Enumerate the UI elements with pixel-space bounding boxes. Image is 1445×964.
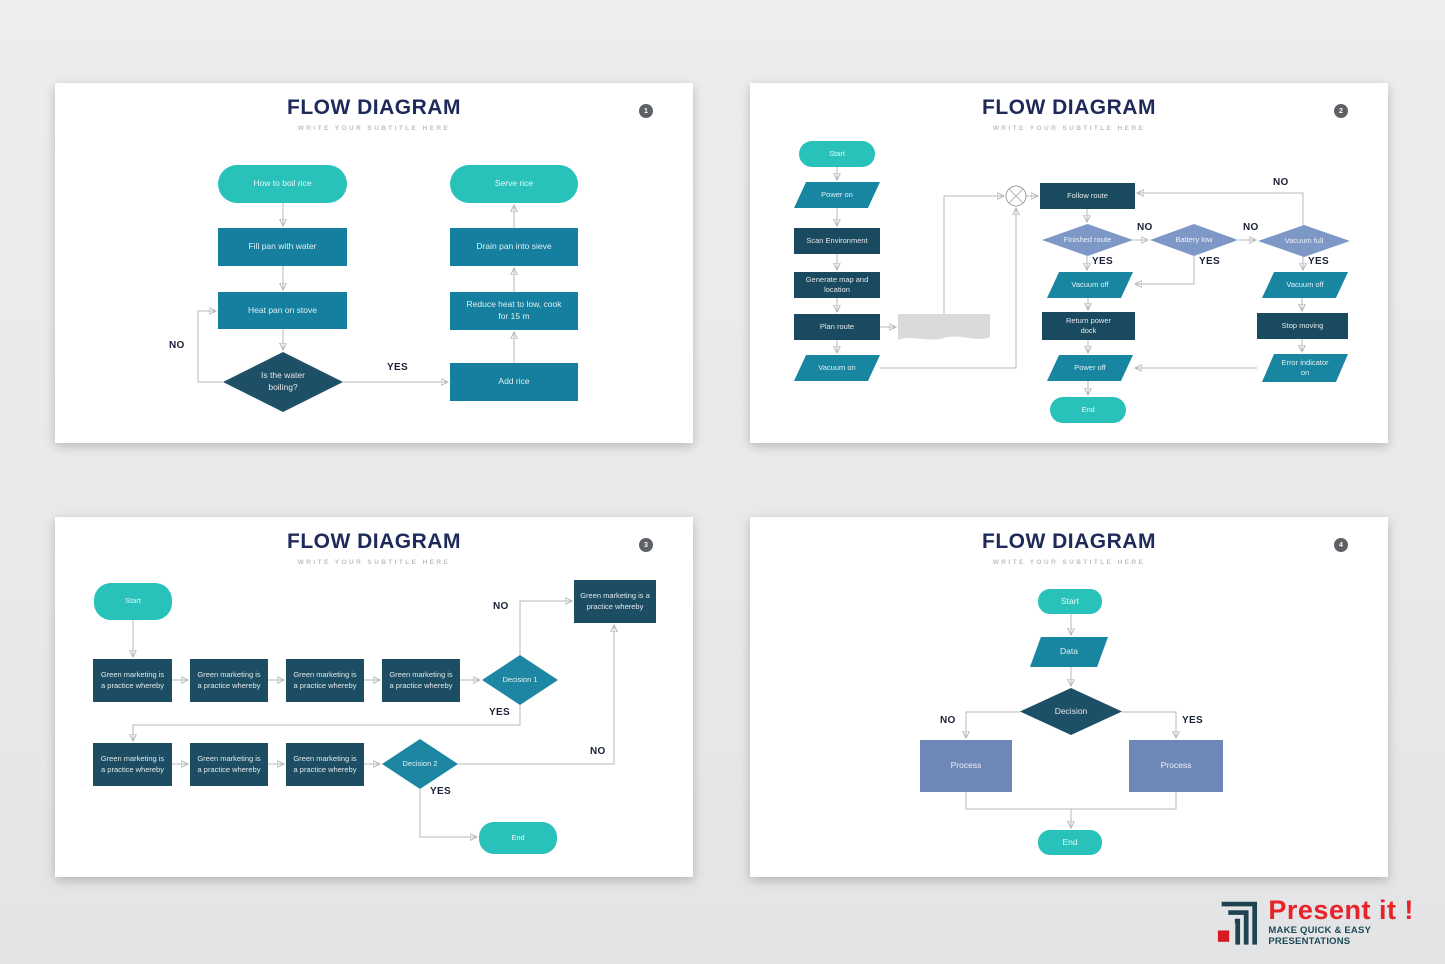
node-process: Green marketing is a practice whereby: [93, 743, 172, 786]
slide-number-badge: 3: [639, 538, 653, 552]
slide-title: FLOW DIAGRAM: [287, 530, 461, 553]
node-input-power-off: Power off: [1047, 355, 1133, 381]
node-start-terminator: Start: [799, 141, 875, 167]
node-input-data: Data: [1030, 637, 1108, 667]
node-process: Green marketing is a practice whereby: [286, 659, 364, 702]
node-process: Stop moving: [1257, 313, 1348, 339]
slide-title: FLOW DIAGRAM: [982, 530, 1156, 553]
node-process: Drain pan into sieve: [450, 228, 578, 266]
slide-subtitle: WRITE YOUR SUBTITLE HERE: [297, 125, 451, 132]
node-process: Green marketing is a practice whereby: [93, 659, 172, 702]
node-process: Green marketing is a practice whereby: [574, 580, 656, 623]
logo-red-square: [1217, 930, 1230, 942]
node-end-terminator: End: [479, 822, 557, 854]
slide-title: FLOW DIAGRAM: [287, 96, 461, 119]
node-end-terminator: End: [1038, 830, 1102, 855]
node-process: Return power dock: [1042, 312, 1135, 340]
label-no: NO: [1243, 222, 1259, 233]
logo-tagline: MAKE QUICK & EASY PRESENTATIONS: [1268, 925, 1371, 948]
node-decision: Decision: [1020, 688, 1122, 735]
node-process: Process: [1129, 740, 1223, 792]
node-decision: Decision 2: [382, 739, 458, 789]
label-yes: YES: [387, 362, 408, 373]
node-process: Reduce heat to low, cook for 15 m: [450, 292, 578, 330]
slide-number-badge: 1: [639, 104, 653, 118]
label-yes: YES: [1308, 256, 1329, 267]
node-input-error-indicator: Error indicator on: [1262, 354, 1348, 382]
slide-1-connector-lines: [197, 203, 693, 443]
node-process: Fill pan with water: [218, 228, 347, 266]
slide-1: FLOW DIAGRAM WRITE YOUR SUBTITLE HERE 1 …: [55, 83, 693, 443]
label-no: NO: [590, 746, 606, 757]
node-end-terminator: End: [1050, 397, 1126, 423]
connector-junction-icon: [1005, 185, 1027, 207]
slide-subtitle: WRITE YOUR SUBTITLE HERE: [297, 559, 451, 566]
presentit-logo: Present it ! MAKE QUICK & EASY PRESENTAT…: [1216, 896, 1445, 948]
node-decision: Is the water boiling?: [223, 352, 343, 412]
label-yes: YES: [1199, 256, 1220, 267]
node-start-terminator: How to boil rice: [218, 165, 347, 203]
slide-subtitle: WRITE YOUR SUBTITLE HERE: [992, 559, 1146, 566]
document-placeholder-shape: [898, 314, 990, 340]
node-process: Process: [920, 740, 1012, 792]
slide-title: FLOW DIAGRAM: [982, 96, 1156, 119]
label-no: NO: [493, 601, 509, 612]
label-yes: YES: [489, 707, 510, 718]
node-start-terminator: Start: [1038, 589, 1102, 614]
node-decision: Vacuum full: [1258, 225, 1350, 257]
node-process: Follow route: [1040, 183, 1135, 209]
node-process: Green marketing is a practice whereby: [382, 659, 460, 702]
node-process: Green marketing is a practice whereby: [190, 743, 268, 786]
slide-2: FLOW DIAGRAM WRITE YOUR SUBTITLE HERE 2 …: [750, 83, 1388, 443]
slide-number-badge: 4: [1334, 538, 1348, 552]
label-yes: YES: [430, 786, 451, 797]
slide-subtitle: WRITE YOUR SUBTITLE HERE: [992, 125, 1146, 132]
node-process: Generate map and location: [794, 272, 880, 298]
node-start-terminator: Start: [94, 583, 172, 620]
node-input-power-on: Power on: [794, 182, 880, 208]
label-no: NO: [1273, 177, 1289, 188]
slide-2-connector-lines: [750, 167, 1388, 443]
node-end-terminator: Serve rice: [450, 165, 578, 203]
label-no: NO: [940, 715, 956, 726]
node-process: Plan route: [794, 314, 880, 340]
label-yes: YES: [1092, 256, 1113, 267]
presentit-logo-icon: [1217, 901, 1258, 945]
node-decision: Finished route: [1042, 224, 1133, 256]
label-yes: YES: [1182, 715, 1203, 726]
logo-brand-name: Present it !: [1268, 895, 1414, 925]
node-decision: Battery low: [1150, 224, 1238, 256]
slide-4: FLOW DIAGRAM WRITE YOUR SUBTITLE HERE 4 …: [750, 517, 1388, 877]
node-process: Heat pan on stove: [218, 292, 347, 329]
node-process: Add rice: [450, 363, 578, 401]
slide-number-badge: 2: [1334, 104, 1348, 118]
node-process: Green marketing is a practice whereby: [286, 743, 364, 786]
node-decision: Decision 1: [482, 655, 558, 705]
node-input-vacuum-off: Vacuum off: [1262, 272, 1348, 298]
node-process: Green marketing is a practice whereby: [190, 659, 268, 702]
node-input-vacuum-on: Vacuum on: [794, 355, 880, 381]
label-no: NO: [1137, 222, 1153, 233]
slide-3: FLOW DIAGRAM WRITE YOUR SUBTITLE HERE 3 …: [55, 517, 693, 877]
node-process: Scan Environment: [794, 228, 880, 254]
node-input-vacuum-off: Vacuum off: [1047, 272, 1133, 298]
label-no: NO: [169, 340, 185, 351]
